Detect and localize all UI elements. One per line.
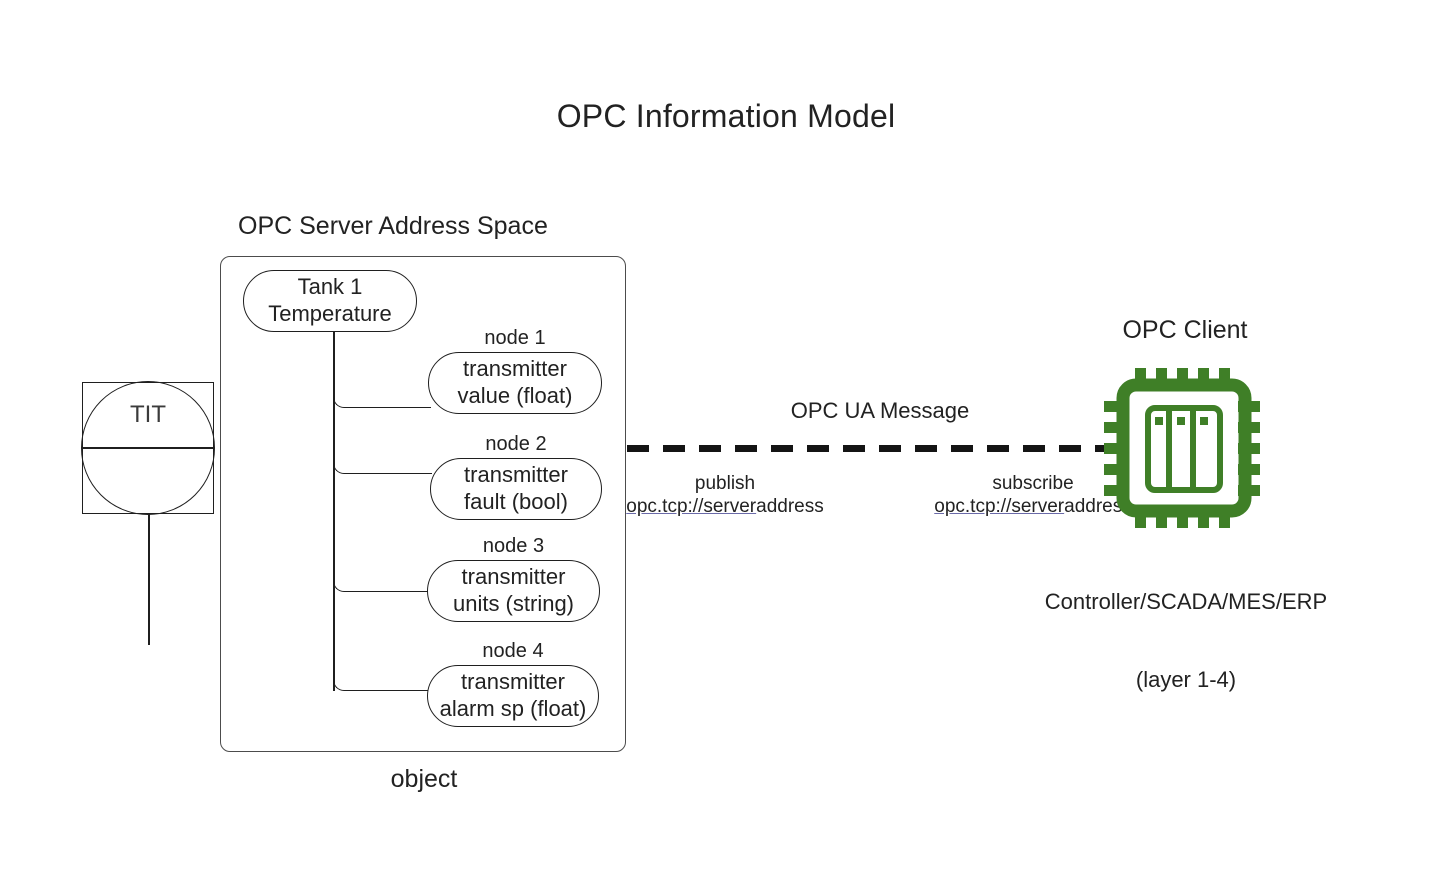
object-node-line1: Tank 1 — [297, 274, 363, 300]
opc-client-subtitle-line1: Controller/SCADA/MES/ERP — [1044, 588, 1328, 614]
tree-branch-node3 — [333, 556, 429, 592]
node-1-label: node 1 — [484, 327, 546, 349]
publish-title: publish — [694, 473, 756, 494]
subscribe-endpoint-rest: address — [1064, 496, 1132, 518]
tree-branch-node4 — [333, 655, 429, 691]
subscribe-endpoint-link[interactable]: opc.tcp://server — [934, 496, 1065, 518]
node-3-label: node 3 — [482, 535, 545, 557]
page-title: OPC Information Model — [556, 98, 896, 134]
object-node-pill[interactable]: Tank 1 Temperature — [243, 270, 417, 332]
node-4-label: node 4 — [482, 640, 544, 662]
tree-branch-node1 — [333, 372, 431, 408]
publish-endpoint: opc.tcp://serveraddress — [605, 495, 845, 518]
subscribe-endpoint: opc.tcp://serveraddress — [913, 495, 1153, 518]
node-3-pill[interactable]: transmitter units (string) — [427, 560, 600, 622]
address-space-container — [220, 256, 626, 752]
node-4-line2: alarm sp (float) — [439, 696, 587, 721]
opc-ua-message-connection-line — [627, 445, 1117, 452]
cpu-chip-icon — [1104, 368, 1270, 528]
publish-endpoint-link[interactable]: opc.tcp://server — [626, 496, 757, 518]
node-4-pill[interactable]: transmitter alarm sp (float) — [427, 665, 599, 727]
address-space-caption: OPC Server Address Space — [238, 212, 548, 240]
node-4-line1: transmitter — [461, 669, 565, 695]
tree-branch-node2 — [333, 438, 432, 474]
instrument-tag-label: TIT — [130, 401, 166, 428]
subscribe-title: subscribe — [992, 473, 1074, 494]
object-node-line2: Temperature — [268, 301, 392, 326]
node-2-pill[interactable]: transmitter fault (bool) — [430, 458, 602, 520]
node-1-line2: value (float) — [457, 383, 573, 408]
publish-endpoint-block: publish opc.tcp://serveraddress — [605, 472, 845, 518]
node-2-label: node 2 — [485, 433, 547, 455]
instrument-stem-line — [148, 514, 150, 645]
node-3-line2: units (string) — [452, 591, 575, 616]
node-2-line2: fault (bool) — [464, 489, 568, 514]
opc-client-subtitle-line2: (layer 1-4) — [1135, 666, 1237, 692]
node-1-line1: transmitter — [463, 356, 567, 382]
node-2-line1: transmitter — [464, 462, 568, 488]
tree-trunk-line — [333, 332, 335, 691]
node-3-line1: transmitter — [461, 564, 566, 590]
opc-ua-message-label: OPC UA Message — [790, 398, 970, 423]
opc-client-caption: OPC Client — [1122, 316, 1248, 344]
opc-client-subtitle: Controller/SCADA/MES/ERP (layer 1-4) — [980, 537, 1392, 745]
object-caption: object — [390, 765, 458, 793]
publish-endpoint-rest: address — [756, 496, 824, 518]
subscribe-endpoint-block: subscribe opc.tcp://serveraddress — [913, 472, 1153, 518]
instrument-divider-line — [82, 447, 214, 449]
node-1-pill[interactable]: transmitter value (float) — [428, 352, 602, 414]
